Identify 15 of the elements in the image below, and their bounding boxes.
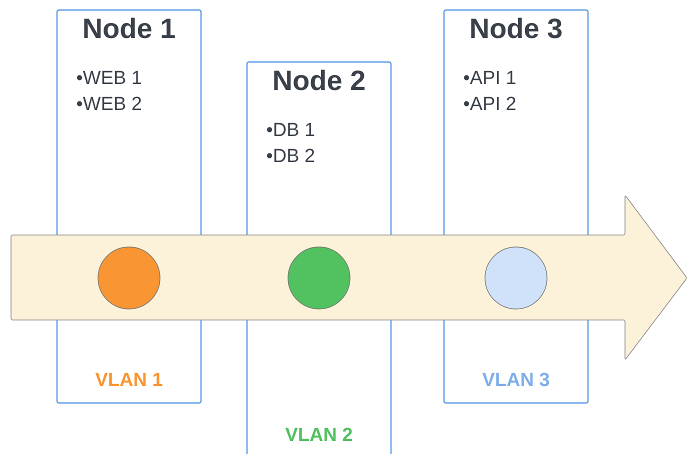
node-heading: Node 3: [471, 18, 562, 38]
bullet-item: •DB 1: [266, 122, 314, 136]
bullet-item: •API 2: [464, 96, 516, 110]
node-heading: Node 1: [84, 18, 175, 38]
bullet-item: •WEB 1: [76, 70, 142, 84]
vlan-label: VLAN 1: [95, 372, 162, 386]
bullet-item: •DB 2: [266, 148, 314, 162]
vlan-label: VLAN 2: [285, 428, 352, 441]
bullet-item: •WEB 2: [76, 96, 142, 110]
vlan-label: VLAN 3: [482, 372, 550, 386]
bullet-item: •API 1: [464, 70, 516, 84]
circle-marker: [484, 246, 548, 310]
circle-marker: [98, 246, 160, 310]
node-heading: Node 2: [274, 70, 365, 90]
circle-marker: [288, 246, 350, 310]
